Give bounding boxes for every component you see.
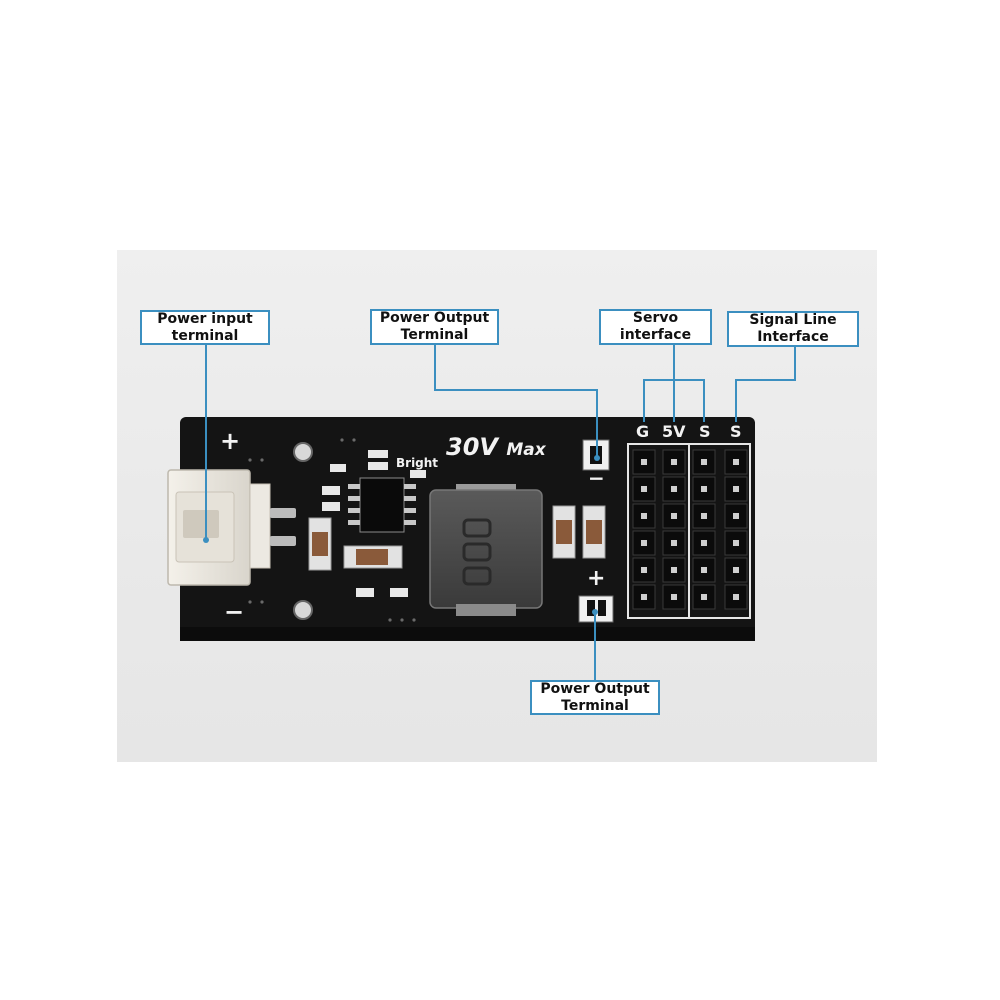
header-pin xyxy=(733,567,739,573)
input-minus-label: − xyxy=(224,598,245,626)
header-pin xyxy=(671,567,677,573)
mounting-hole xyxy=(293,442,313,462)
smd-capacitor xyxy=(308,517,332,571)
header-pin xyxy=(733,540,739,546)
header-pin xyxy=(733,513,739,519)
servo-pin-header xyxy=(632,449,748,610)
input-plus-label: + xyxy=(220,427,241,455)
header-pin xyxy=(701,540,707,546)
header-pin xyxy=(701,594,707,600)
leader-servo xyxy=(643,343,675,422)
header-pin xyxy=(733,594,739,600)
voltage-label: 30V Max xyxy=(446,433,546,461)
smd-capacitor xyxy=(552,505,576,559)
callout-power-input: Power input terminal xyxy=(140,310,270,345)
voltage-suffix: Max xyxy=(506,440,546,460)
header-pin xyxy=(641,540,647,546)
smd-capacitor xyxy=(582,505,606,559)
leader-servo xyxy=(674,379,705,422)
header-pin xyxy=(733,459,739,465)
leader-power-output-top xyxy=(434,343,598,458)
header-pin xyxy=(641,486,647,492)
header-pin xyxy=(641,594,647,600)
smd-capacitor xyxy=(343,545,403,569)
header-pin xyxy=(701,486,707,492)
header-pin xyxy=(733,486,739,492)
header-pin xyxy=(701,459,707,465)
header-pin xyxy=(701,513,707,519)
power-inductor xyxy=(429,484,543,616)
pin-label-s2: S xyxy=(730,422,742,441)
pin-label-s1: S xyxy=(699,422,711,441)
ic-chip xyxy=(348,477,416,533)
header-pin xyxy=(701,567,707,573)
callout-power-output-top: Power Output Terminal xyxy=(370,309,499,345)
output-minus-label: − xyxy=(588,466,605,490)
callout-power-output-bottom: Power Output Terminal xyxy=(530,680,660,715)
voltage-value: 30V xyxy=(446,433,498,461)
output-plus-label: + xyxy=(587,566,606,591)
pin-label-g: G xyxy=(636,422,650,441)
leader-signal xyxy=(735,345,796,422)
mounting-hole xyxy=(293,600,313,620)
led-label: Bright xyxy=(396,456,439,470)
callout-servo-interface: Servo interface xyxy=(599,309,712,345)
header-pin xyxy=(671,486,677,492)
pin-label-5v: 5V xyxy=(662,422,686,441)
callout-signal-line-interface: Signal Line Interface xyxy=(727,311,859,347)
header-pin xyxy=(671,459,677,465)
header-pin xyxy=(671,513,677,519)
header-pin xyxy=(641,513,647,519)
header-pin xyxy=(641,567,647,573)
header-pin xyxy=(641,459,647,465)
power-output-header-bottom xyxy=(578,595,614,623)
header-pin xyxy=(671,540,677,546)
header-pin xyxy=(671,594,677,600)
